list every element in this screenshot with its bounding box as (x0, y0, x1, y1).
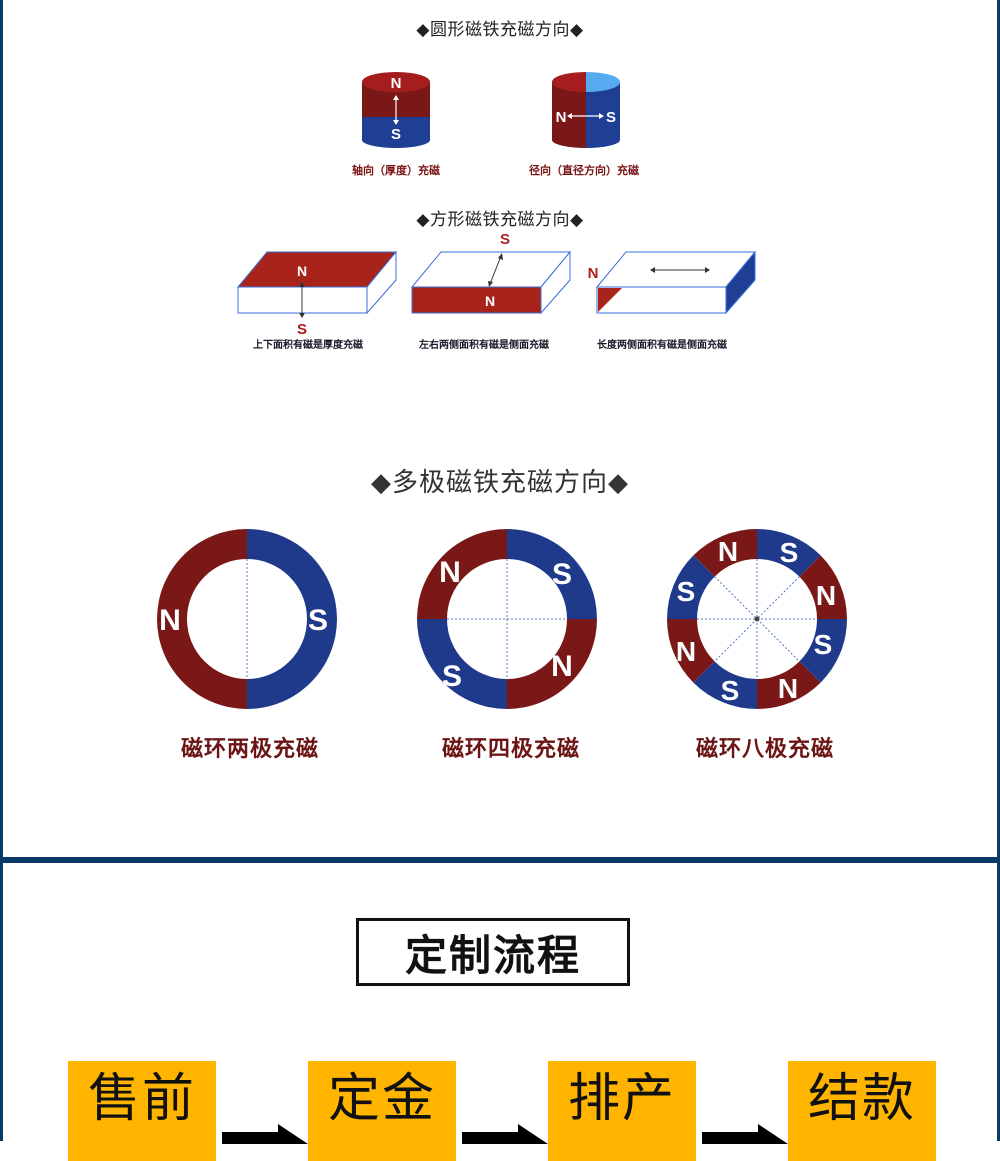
radial-cylinder-illustration (552, 72, 620, 148)
axial-caption: 轴向（厚度）充磁 (352, 164, 440, 177)
block-length-caption: 长度两侧面积有磁是侧面充磁 (597, 340, 727, 351)
magnet-diagrams: N S N S N N N S N S S N N S N S N S N S … (157, 72, 847, 709)
round-magnet-title: ◆圆形磁铁充磁方向◆ (416, 20, 584, 40)
axial-cylinder-illustration (362, 72, 430, 148)
svg-text:S: S (606, 109, 616, 126)
arrow-right-icon (702, 1124, 788, 1144)
block-thickness-illustration (236, 250, 398, 318)
block-length-illustration (595, 250, 757, 315)
svg-text:N: N (485, 293, 495, 309)
frame-right-border (997, 0, 1000, 1141)
pole-label: N (391, 75, 402, 92)
process-step-label: 排产 (567, 1069, 676, 1129)
multipole-magnet-title: ◆多极磁铁充磁方向◆ (371, 468, 629, 498)
ring-two-pole-caption: 磁环两极充磁 (180, 737, 320, 762)
svg-text:S: S (442, 660, 462, 693)
svg-text:N: N (676, 636, 696, 667)
radial-caption: 径向（直径方向）充磁 (529, 164, 639, 177)
svg-text:N: N (159, 604, 181, 637)
process-step-label: 定金 (327, 1069, 436, 1129)
svg-text:S: S (500, 231, 510, 248)
svg-text:S: S (677, 576, 696, 607)
block-side-illustration (410, 250, 572, 315)
svg-text:S: S (391, 126, 401, 143)
process-step-payment: 结款 (788, 1061, 936, 1161)
process-step-deposit: 定金 (308, 1061, 456, 1161)
process-step-label: 售前 (87, 1069, 196, 1129)
svg-text:N: N (816, 580, 836, 611)
svg-text:S: S (297, 321, 307, 338)
svg-text:N: N (551, 650, 573, 683)
process-step-presale: 售前 (68, 1061, 216, 1161)
svg-text:S: S (814, 629, 833, 660)
svg-text:N: N (297, 263, 307, 279)
ring-eight-pole-caption: 磁环八极充磁 (695, 737, 835, 762)
frame-left-border (0, 0, 3, 1141)
svg-text:N: N (778, 673, 798, 704)
block-thickness-caption: 上下面积有磁是厚度充磁 (253, 340, 363, 351)
svg-text:N: N (439, 556, 461, 589)
process-step-label: 结款 (807, 1069, 916, 1129)
ring-four-pole-caption: 磁环四极充磁 (441, 737, 581, 762)
ring-eight-pole-illustration (667, 529, 847, 709)
arrow-right-icon (462, 1124, 548, 1144)
svg-text:S: S (308, 604, 328, 637)
ring-two-pole-illustration (157, 529, 337, 709)
square-magnet-title: ◆方形磁铁充磁方向◆ (416, 210, 584, 230)
svg-text:S: S (721, 675, 740, 706)
svg-text:N: N (588, 265, 599, 282)
svg-text:N: N (718, 536, 738, 567)
arrow-right-icon (222, 1124, 308, 1144)
svg-text:S: S (780, 537, 799, 568)
svg-text:N: N (556, 109, 567, 126)
ring-four-pole-illustration (417, 529, 597, 709)
svg-text:S: S (552, 558, 572, 591)
process-title: 定制流程 (356, 918, 630, 986)
block-side-caption: 左右两侧面积有磁是侧面充磁 (419, 340, 549, 351)
section-divider (0, 857, 1000, 863)
process-step-production: 排产 (548, 1061, 696, 1161)
